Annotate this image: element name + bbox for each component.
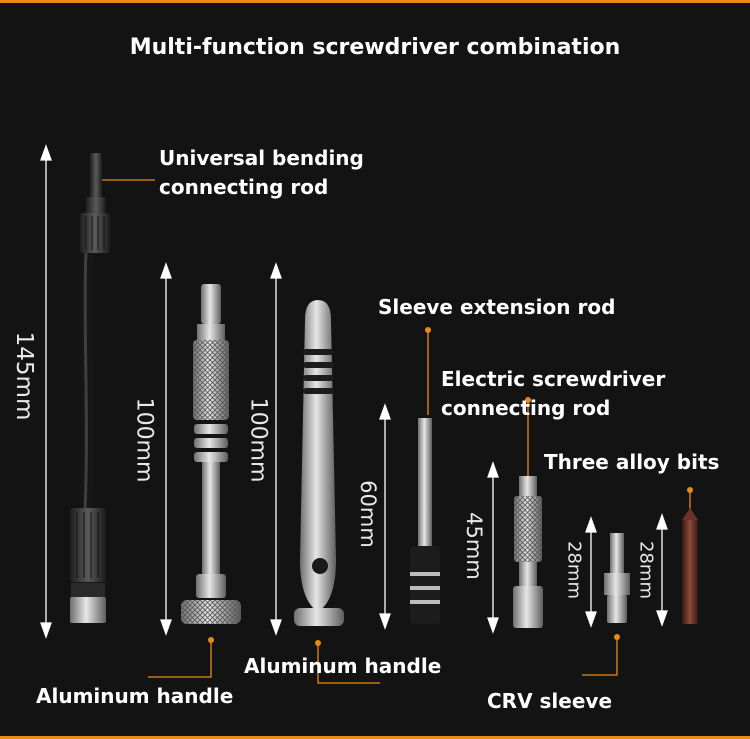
label-aluminum-handle-center: Aluminum handle <box>244 654 442 678</box>
dim-electric-connector: 45mm <box>462 512 486 580</box>
label-bending-rod: Universal bending connecting rod <box>159 144 364 202</box>
bottom-accent-bar <box>0 736 750 739</box>
label-electric-connector-line1: Electric screwdriver <box>441 367 666 391</box>
dim-crv-sleeve: 28mm <box>563 541 585 599</box>
leader-dots <box>93 177 693 646</box>
label-crv-sleeve: CRV sleeve <box>487 689 613 713</box>
dim-bending-rod: 145mm <box>11 331 37 421</box>
label-electric-connector: Electric screwdriver connecting rod <box>441 365 665 423</box>
label-sleeve-extension: Sleeve extension rod <box>378 295 616 319</box>
knurled-handle-tool <box>181 284 241 624</box>
page-title: Multi-function screwdriver combination <box>129 35 621 60</box>
alloy-bit-tool <box>682 508 698 624</box>
dim-sleeve-extension: 60mm <box>356 480 380 548</box>
dimension-arrows <box>40 144 668 639</box>
electric-connector-tool <box>513 476 543 628</box>
label-aluminum-handle-left: Aluminum handle <box>36 684 234 708</box>
top-accent-bar <box>0 0 750 3</box>
grooved-handle-tool <box>294 300 344 626</box>
label-bending-rod-line1: Universal bending <box>159 146 364 170</box>
bending-rod-tool <box>70 153 110 623</box>
sleeve-extension-tool <box>410 418 440 624</box>
dim-alloy-bit: 28mm <box>635 541 657 599</box>
label-bending-rod-line2: connecting rod <box>159 175 329 199</box>
crv-sleeve-tool <box>604 533 630 623</box>
leader-lines <box>96 179 691 684</box>
label-alloy-bits: Three alloy bits <box>544 450 720 474</box>
dim-knurled-handle: 100mm <box>131 397 157 483</box>
dim-grooved-handle: 100mm <box>245 397 271 483</box>
label-electric-connector-line2: connecting rod <box>441 396 611 420</box>
